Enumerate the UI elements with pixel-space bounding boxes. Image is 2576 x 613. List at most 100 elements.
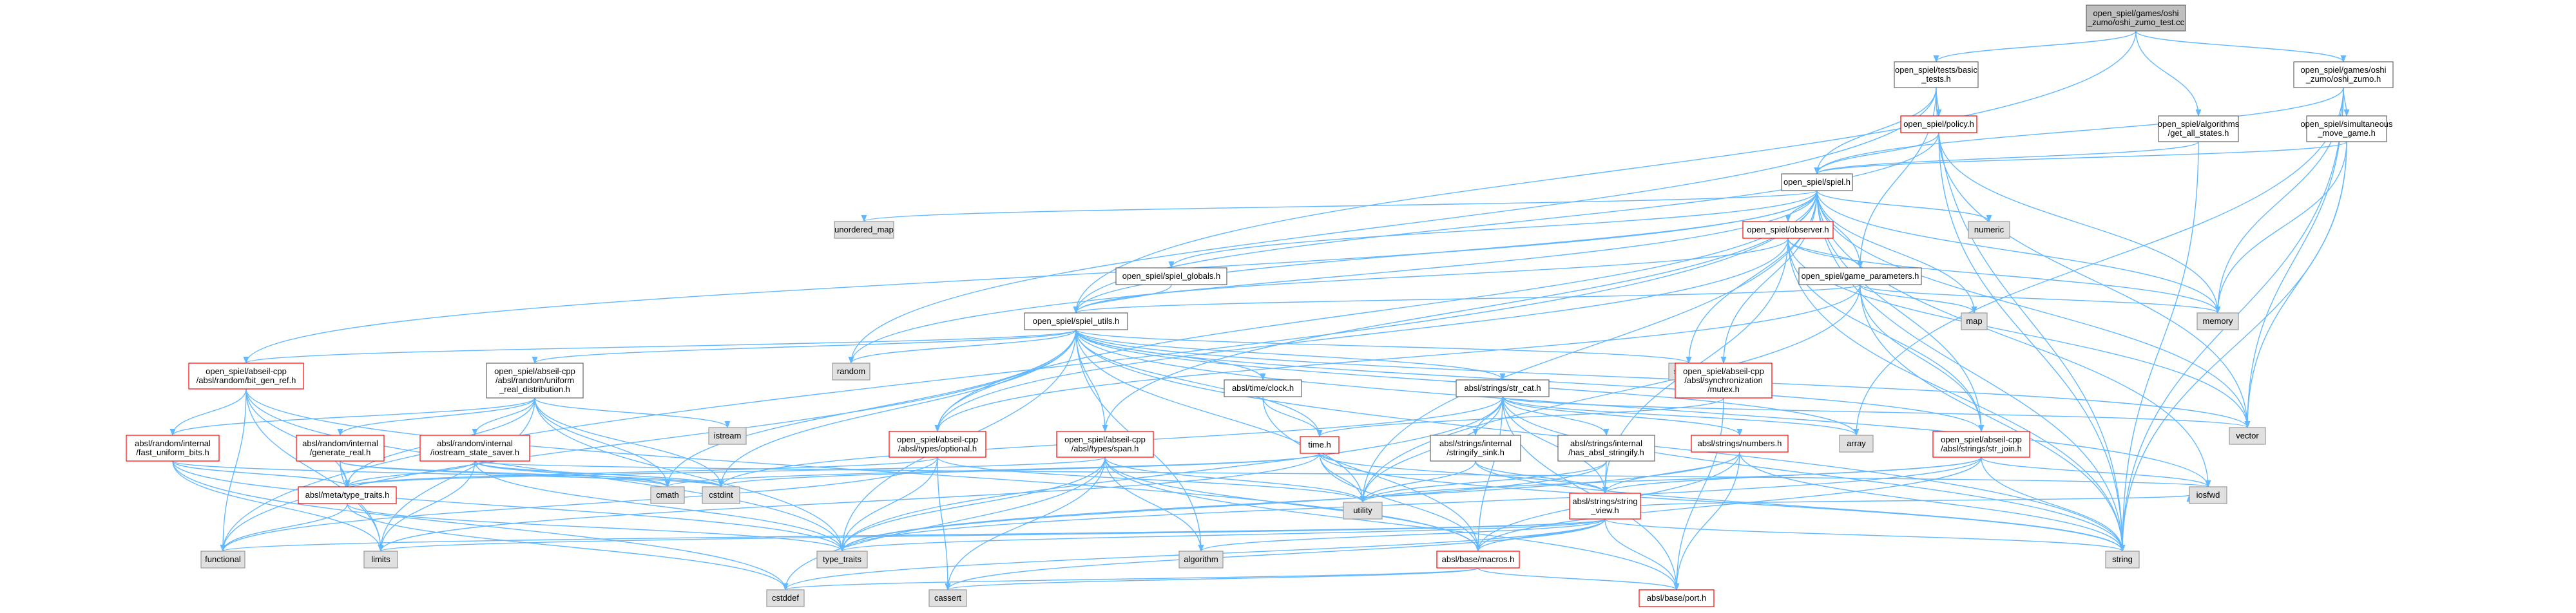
edge-observer-to-str_join <box>1787 238 1985 433</box>
edge-spiel_utils-to-iosfwd <box>1075 329 2211 488</box>
node-label: open_spiel/games/oshi <box>2301 65 2387 75</box>
node-root[interactable]: open_spiel/games/oshi_zumo/oshi_zumo_tes… <box>2086 5 2186 32</box>
node-box <box>816 551 868 569</box>
node-numeric: numeric <box>1968 221 2010 239</box>
node-label: _zumo/oshi_zumo_test.cc <box>2087 17 2185 27</box>
node-iostream_state[interactable]: absl/random/internal/iostream_state_save… <box>419 435 530 462</box>
node-label: absl/random/internal <box>135 439 211 448</box>
edge-clock-to-macros <box>1262 396 1481 552</box>
edge-spiel-to-map <box>1816 190 1977 314</box>
node-box <box>1024 312 1128 330</box>
node-uniform_real[interactable]: open_spiel/abseil-cpp/absl/random/unifor… <box>486 363 584 399</box>
node-game_parameters[interactable]: open_spiel/game_parameters.h <box>1798 267 1922 285</box>
node-limits: limits <box>363 551 398 569</box>
node-optional[interactable]: open_spiel/abseil-cpp/absl/types/optiona… <box>889 431 986 458</box>
node-spiel_globals[interactable]: open_spiel/spiel_globals.h <box>1115 267 1227 285</box>
node-label: absl/strings/str_cat.h <box>1464 383 1541 393</box>
node-fast_uniform[interactable]: absl/random/internal/fast_uniform_bits.h <box>126 435 220 462</box>
node-oshi_zumo_h[interactable]: open_spiel/games/oshi_zumo/oshi_zumo.h <box>2293 61 2394 88</box>
edge-bit_gen_ref-to-type_traits <box>245 388 845 552</box>
edge-policy-to-vector <box>1938 132 2251 429</box>
edge-type_traits_h-to-functional <box>220 503 348 552</box>
node-box <box>1675 363 1773 399</box>
node-cstdint: cstdint <box>702 486 740 504</box>
node-box <box>1456 379 1550 397</box>
node-box <box>1436 551 1520 569</box>
edge-spiel_utils-to-cmath <box>664 329 1077 488</box>
edge-spiel-to-bit_gen_ref <box>243 190 1818 364</box>
node-random: random <box>832 363 870 381</box>
node-box <box>1968 221 2010 239</box>
edge-macros-to-port <box>1477 567 1680 591</box>
node-box <box>2229 427 2266 445</box>
node-box <box>200 551 245 569</box>
node-label: /has_absl_stringify.h <box>1568 448 1644 457</box>
edge-oshi_zumo_h-to-array <box>1853 87 2344 437</box>
node-spiel_utils[interactable]: open_spiel/spiel_utils.h <box>1024 312 1128 330</box>
node-span[interactable]: open_spiel/abseil-cpp/absl/types/span.h <box>1056 431 1154 458</box>
edge-fast_uniform-to-cstddef <box>172 460 789 591</box>
node-type_traits_h[interactable]: absl/meta/type_traits.h <box>298 486 397 504</box>
node-box <box>1691 435 1789 453</box>
edge-game_parameters-to-string <box>1860 284 2126 552</box>
edge-uniform_real-to-generate_real <box>337 397 535 437</box>
edge-spiel_utils-to-time_h <box>1075 329 1323 438</box>
node-time_h[interactable]: time.h <box>1300 436 1340 454</box>
node-generate_real[interactable]: absl/random/internal/generate_real.h <box>296 435 385 462</box>
node-box <box>1115 267 1227 285</box>
node-observer[interactable]: open_spiel/observer.h <box>1742 221 1834 239</box>
node-label: absl/time/clock.h <box>1232 383 1294 393</box>
node-str_cat[interactable]: absl/strings/str_cat.h <box>1456 379 1550 397</box>
edge-uniform_real-to-iostream_state <box>472 397 535 437</box>
edge-spiel-to-iosfwd <box>1816 190 2211 488</box>
edge-str_cat-to-string_view <box>1502 396 1608 495</box>
node-box <box>1894 61 1979 88</box>
edge-oshi_zumo_h-to-spiel <box>1814 87 2344 175</box>
edge-str_cat-to-macros <box>1475 396 1503 552</box>
node-label: type_traits <box>823 554 861 564</box>
node-box <box>298 486 397 504</box>
edge-str_cat-to-numbers <box>1502 396 1743 437</box>
node-numbers[interactable]: absl/strings/numbers.h <box>1691 435 1789 453</box>
node-get_all_states[interactable]: open_spiel/algorithms/get_all_states.h <box>2158 115 2240 142</box>
node-str_join[interactable]: open_spiel/abseil-cpp/absl/strings/str_j… <box>1932 431 2030 458</box>
node-mutex[interactable]: open_spiel/abseil-cpp/absl/synchronizati… <box>1675 363 1773 399</box>
node-cassert: cassert <box>928 589 967 607</box>
node-box <box>1343 502 1383 520</box>
edge-game_parameters-to-map <box>1860 284 1977 314</box>
node-simultaneous[interactable]: open_spiel/simultaneous_move_game.h <box>2300 115 2393 142</box>
node-box <box>1224 379 1302 397</box>
node-label: open_spiel/game_parameters.h <box>1802 271 1919 281</box>
node-label: limits <box>371 554 390 564</box>
node-label: cstddef <box>772 593 799 603</box>
node-box <box>766 589 805 607</box>
node-policy[interactable]: open_spiel/policy.h <box>1900 115 1977 133</box>
edge-optional-to-type_traits_h <box>344 457 938 488</box>
node-tests_basic[interactable]: open_spiel/tests/basic_tests.h <box>1894 61 1979 88</box>
edge-tests_basic-to-game_parameters <box>1857 87 1937 269</box>
node-macros[interactable]: absl/base/macros.h <box>1436 551 1520 569</box>
node-port[interactable]: absl/base/port.h <box>1639 589 1715 607</box>
node-string_view[interactable]: absl/strings/string_view.h <box>1569 493 1641 520</box>
edge-stringify_sink-to-utility <box>1360 460 1476 504</box>
edge-generate_real-to-limits <box>340 460 384 552</box>
node-label: unordered_map <box>834 225 894 234</box>
node-box <box>1798 267 1922 285</box>
node-label: /absl/synchronization <box>1684 375 1762 385</box>
node-box <box>1781 173 1853 191</box>
node-stringify_sink[interactable]: absl/strings/internal/stringify_sink.h <box>1430 435 1521 462</box>
edge-bit_gen_ref-to-functional <box>220 388 247 552</box>
node-box <box>2196 312 2239 330</box>
node-bit_gen_ref[interactable]: open_spiel/abseil-cpp/absl/random/bit_ge… <box>188 363 304 390</box>
node-spiel[interactable]: open_spiel/spiel.h <box>1781 173 1853 191</box>
node-label: /iostream_state_saver.h <box>430 448 519 457</box>
node-label: functional <box>205 554 241 564</box>
edge-spiel-to-utility <box>1360 190 1818 504</box>
node-label: /absl/random/uniform <box>495 375 574 385</box>
edge-game_parameters-to-optional <box>934 284 1861 433</box>
edge-game_parameters-to-spiel_utils <box>1073 284 1861 314</box>
node-type_traits: type_traits <box>816 551 868 569</box>
node-clock[interactable]: absl/time/clock.h <box>1224 379 1302 397</box>
edge-span-to-utility <box>1104 457 1366 504</box>
node-has_absl_stringify[interactable]: absl/strings/internal/has_absl_stringify… <box>1557 435 1655 462</box>
